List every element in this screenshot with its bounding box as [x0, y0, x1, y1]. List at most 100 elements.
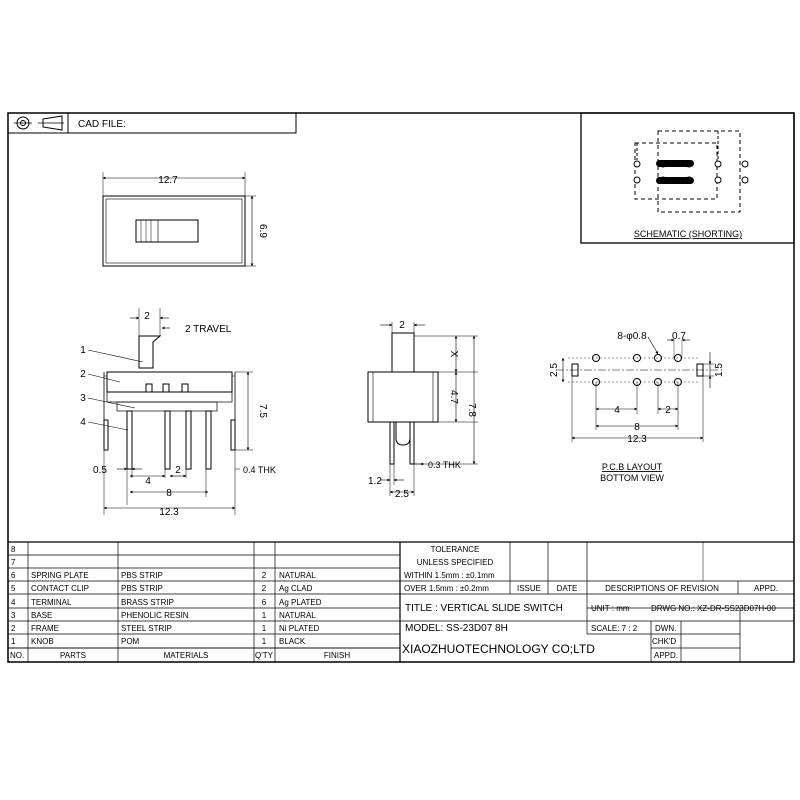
- part-row-material: PHENOLIC RESIN: [121, 611, 189, 620]
- rev-descriptions-header: DESCRIPTIONS OF REVISION: [605, 584, 719, 593]
- dim-front-thk: 0.4 THK: [243, 465, 276, 475]
- header-bar: CAD FILE:: [7, 112, 297, 134]
- part-row-material: POM: [121, 637, 140, 646]
- part-row-name: FRAME: [31, 624, 59, 633]
- part-row-material: BRASS STRIP: [121, 598, 174, 607]
- part-row-name: KNOB: [31, 637, 54, 646]
- part-row-no: 7: [11, 558, 16, 567]
- cad-file-label: CAD FILE:: [78, 119, 126, 130]
- dim-front-pin-span: 8: [166, 488, 172, 499]
- parts-header-materials: MATERIALS: [164, 651, 209, 660]
- part-row-material: PBS STRIP: [121, 584, 163, 593]
- dim-side-total: 7.8: [466, 403, 477, 417]
- dim-side-pin-span: 2.5: [395, 489, 409, 500]
- tolerance-subtitle: UNLESS SPECIFIED: [417, 558, 494, 567]
- part-row-finish: Ni PLATED: [279, 624, 320, 633]
- callout-1: 1: [80, 345, 86, 356]
- side-view: [367, 322, 478, 496]
- company-name: XIAOZHUOTECHNOLOGY CO;LTD: [402, 642, 595, 656]
- shorting-bar: [656, 177, 694, 184]
- rev-issue-header: ISSUE: [517, 584, 541, 593]
- part-row-finish: Ag PLATED: [279, 598, 322, 607]
- callout-2: 2: [80, 369, 86, 380]
- part-row-no: 3: [11, 611, 16, 620]
- dim-side-knob-width: 2: [399, 320, 405, 331]
- dim-pcb-pitch: 2: [665, 405, 671, 416]
- dim-side-x: X: [448, 351, 459, 358]
- part-row-qty: 2: [262, 584, 267, 593]
- rev-date-header: DATE: [557, 584, 578, 593]
- dim-top-width: 12.7: [158, 175, 178, 186]
- model-field: MODEL: SS-23D07 8H: [405, 623, 508, 634]
- part-row-qty: 2: [262, 571, 267, 580]
- part-row-no: 2: [11, 624, 16, 633]
- drawing-title: TITLE : VERTICAL SLIDE SWITCH: [405, 603, 563, 614]
- part-row-no: 1: [11, 637, 16, 646]
- tolerance-title: TOLERANCE: [431, 545, 480, 554]
- dim-pcb-pad: 0.7: [672, 331, 686, 342]
- dwn-label: DWN.: [655, 624, 676, 633]
- dim-pcb-holes: 8-φ0.8: [617, 331, 647, 342]
- appd-label: APPD.: [654, 651, 678, 660]
- part-row-qty: 1: [262, 611, 267, 620]
- part-row-no: 8: [11, 545, 16, 554]
- dim-front-knob-width: 2: [144, 311, 150, 322]
- tolerance-over: OVER 1.5mm : ±0.2mm: [404, 584, 489, 593]
- projection-symbol-icon: [14, 115, 64, 131]
- drawing-number: DRWG NO.: XZ-DR-SS23D07H-00: [651, 604, 776, 613]
- pcb-caption: P.C.B LAYOUT: [602, 462, 663, 472]
- dim-pcb-span: 8: [634, 422, 640, 433]
- dim-pcb-slot: 1.5: [714, 363, 725, 377]
- rev-appd-header: APPD.: [754, 584, 778, 593]
- dim-side-pin: 1.2: [368, 476, 382, 487]
- unit-field: UNIT : mm: [591, 604, 630, 613]
- dim-front-overall: 12.3: [159, 507, 179, 518]
- schematic-caption: SCHEMATIC (SHORTING): [634, 229, 742, 239]
- sheet-border: [7, 112, 795, 663]
- tolerance-within: WITHIN 1.5mm : ±0.1mm: [404, 571, 495, 580]
- callout-3: 3: [80, 393, 86, 404]
- part-row-name: CONTACT CLIP: [31, 584, 89, 593]
- part-row-finish: NATURAL: [279, 611, 316, 620]
- shorting-bar: [656, 160, 694, 167]
- part-row-finish: BLACK: [279, 637, 306, 646]
- part-row-material: STEEL STRIP: [121, 624, 172, 633]
- dim-front-pin-span-inner: 4: [145, 476, 151, 487]
- dim-pcb-row: 2.5: [549, 363, 560, 377]
- dim-pcb-overall: 12.3: [627, 434, 647, 445]
- dim-side-body: 4.7: [448, 390, 459, 404]
- part-row-no: 4: [11, 598, 16, 607]
- front-view: [87, 308, 253, 515]
- dim-front-pin-width: 0.5: [93, 465, 107, 476]
- part-row-no: 5: [11, 584, 16, 593]
- parts-header-qty: Q'TY: [255, 651, 274, 660]
- part-row-finish: NATURAL: [279, 571, 316, 580]
- parts-header-parts: PARTS: [60, 651, 86, 660]
- scale-field: SCALE: 7 : 2: [591, 624, 638, 633]
- part-row-name: BASE: [31, 611, 52, 620]
- part-row-qty: 1: [262, 637, 267, 646]
- dim-front-height: 7.5: [257, 404, 268, 418]
- dim-front-travel: 2 TRAVEL: [185, 324, 232, 335]
- part-row-no: 6: [11, 571, 16, 580]
- dim-side-thk: 0.3 THK: [428, 460, 461, 470]
- pcb-layout: [556, 336, 718, 442]
- title-block-grid: [8, 541, 794, 662]
- parts-header-finish: FINISH: [324, 651, 350, 660]
- part-row-qty: 6: [262, 598, 267, 607]
- dim-top-height: 6.9: [257, 224, 268, 238]
- part-row-name: SPRING PLATE: [31, 571, 89, 580]
- part-row-finish: Ag CLAD: [279, 584, 313, 593]
- pcb-subcaption: BOTTOM VIEW: [600, 473, 664, 483]
- parts-list: 8 7 6 SPRING PLATE PBS STRIP 2 NATURAL 5…: [10, 545, 350, 660]
- callout-4: 4: [80, 417, 86, 428]
- part-row-qty: 1: [262, 624, 267, 633]
- part-row-name: TERMINAL: [31, 598, 72, 607]
- part-row-material: PBS STRIP: [121, 571, 163, 580]
- dim-front-pitch: 2: [175, 465, 181, 476]
- dim-pcb-span-inner: 4: [614, 405, 620, 416]
- parts-header-no: NO.: [10, 651, 24, 660]
- chkd-label: CHK'D: [652, 637, 676, 646]
